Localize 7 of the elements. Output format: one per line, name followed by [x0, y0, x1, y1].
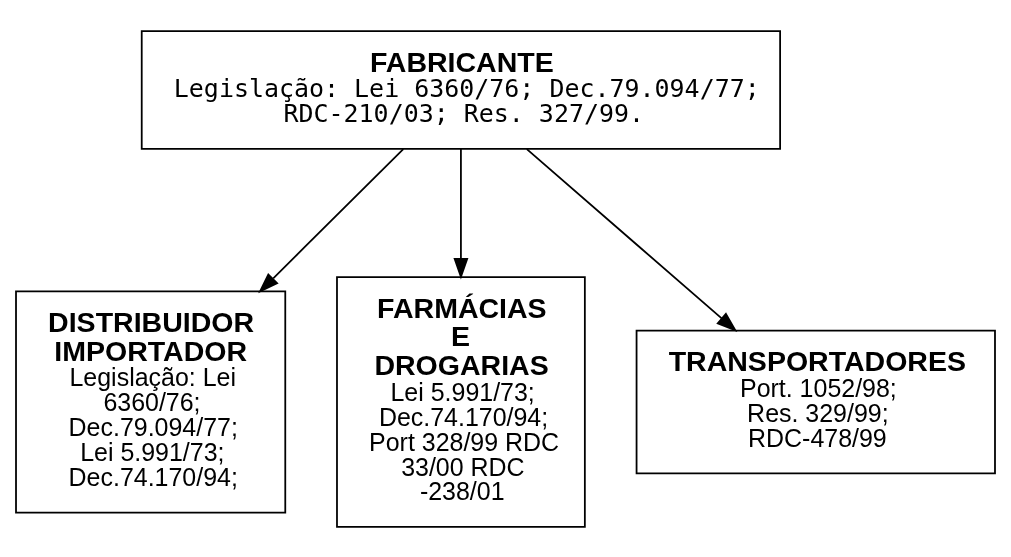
node-box: DISTRIBUIDOR IMPORTADOR Legislação: Lei 6360/76; Dec.79.094/77; Lei 5.991/73; Dec.74.170/94; — [15, 290, 287, 513]
node-box: FABRICANTE Legislação: Lei 6360/76; Dec.79.094/77; RDC-210/03; Res. 327/99. — [140, 29, 781, 150]
node-box: TRANSPORTADORES Port. 1052/98; Res. 329/99; RDC-478/99 — [635, 329, 996, 474]
arrow — [525, 147, 738, 332]
arrow — [258, 147, 405, 293]
arrow — [453, 147, 469, 279]
node-box: FARMÁCIAS E DROGARIAS Lei 5.991/73; Dec.74.170/94; Port 328/99 RDC 33/00 RDC -238/01 — [336, 275, 586, 528]
